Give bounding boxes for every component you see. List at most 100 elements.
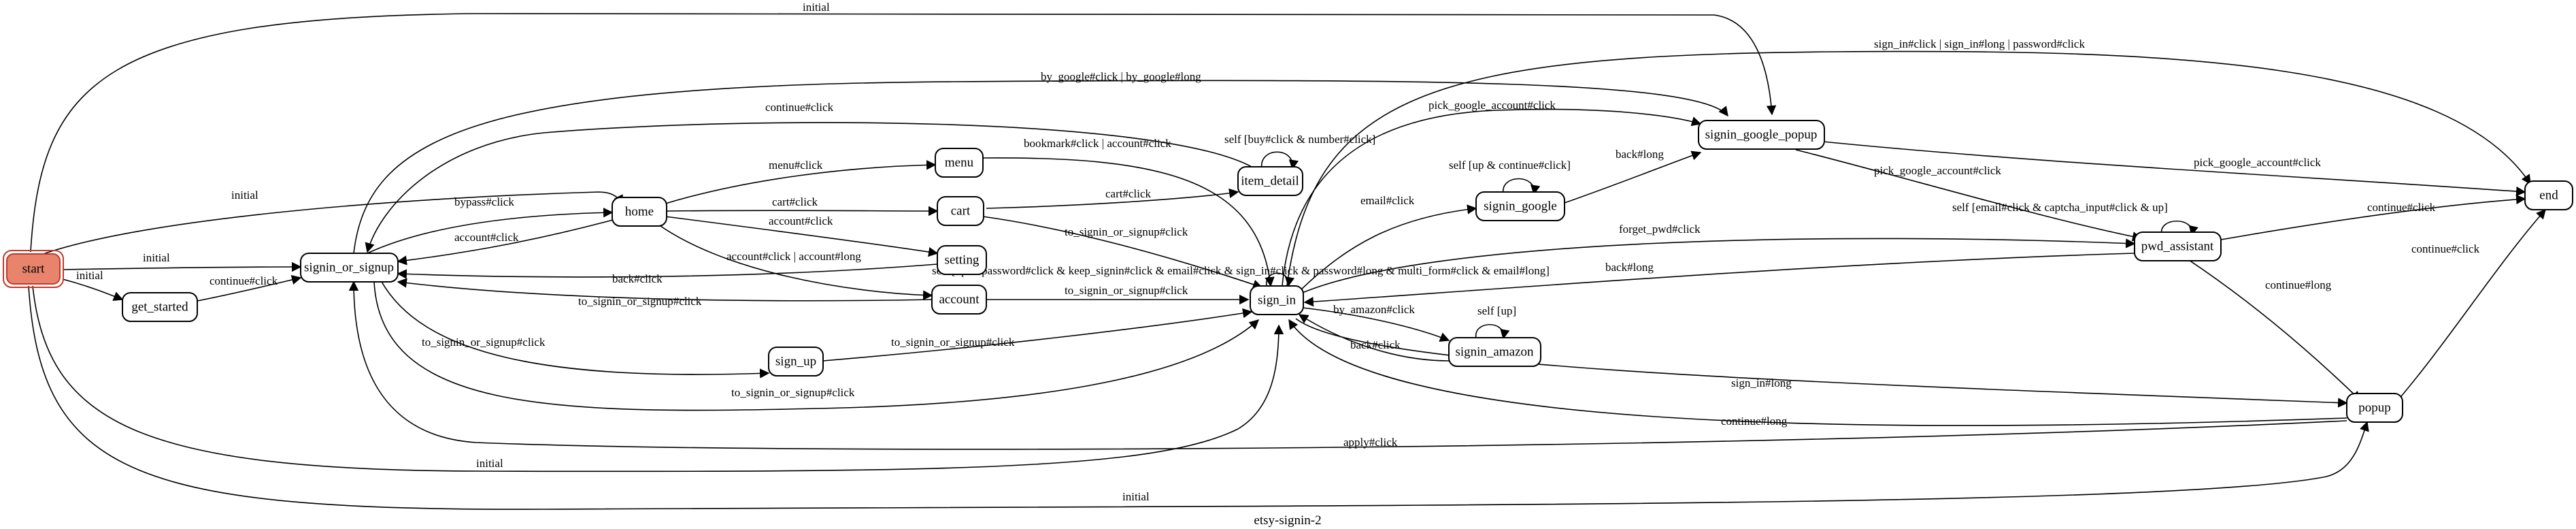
node-label: end [2539, 189, 2558, 203]
node-popup[interactable]: popup [2346, 393, 2403, 423]
edges: initial initial initial initial initial … [28, 1, 2546, 510]
node-home[interactable]: home [612, 197, 667, 227]
node-signin-google-popup[interactable]: signin_google_popup [1698, 120, 1825, 150]
edge-sign-up-sign-in [822, 308, 1253, 362]
node-get-started[interactable]: get_started [122, 292, 198, 322]
graph-title: etsy-signin-2 [1254, 513, 1321, 528]
edge-home-sos [397, 219, 616, 266]
edge-label: sign_in#long [1731, 376, 1792, 389]
edge-start-get-started [62, 278, 124, 301]
node-label: pwd_assistant [2141, 240, 2214, 254]
node-pwd-assistant[interactable]: pwd_assistant [2134, 231, 2222, 261]
edge-google-popup-pwd-assistant [1795, 149, 2143, 242]
edge-label: bypass#click [454, 195, 514, 208]
edge-label: by_amazon#click [1333, 303, 1415, 316]
edge-sign-in-popup [1295, 318, 2348, 408]
edge-label: cart#click [1105, 187, 1152, 200]
edge-label: initial [76, 269, 103, 282]
edge-label: back#long [1605, 261, 1654, 274]
edge-item-detail-self [1261, 151, 1299, 170]
node-end[interactable]: end [2524, 180, 2573, 210]
node-label: setting [945, 253, 980, 268]
edge-label: self [up] [1477, 304, 1516, 317]
edge-pwd-assistant-end [2220, 194, 2526, 240]
edge-popup-sign-in [1288, 319, 2347, 426]
node-label: account [939, 293, 980, 307]
edge-label: initial [476, 457, 503, 470]
edge-label: initial [1122, 490, 1150, 503]
edge-label: bookmark#click | account#click [1024, 137, 1171, 150]
edge-sign-in-end [1286, 50, 2531, 287]
node-account[interactable]: account [931, 285, 987, 315]
edge-label: self [email#click & captcha_input#click … [1952, 201, 2168, 214]
edge-label: forget_pwd#click [1619, 223, 1701, 236]
edge-sign-in-google-popup [1282, 108, 1702, 287]
node-signin-google[interactable]: signin_google [1475, 191, 1565, 221]
edge-sos-home [367, 208, 614, 254]
node-label: home [625, 205, 654, 219]
edge-item-detail-sos [365, 122, 1252, 253]
edge-signin-google-self [1503, 178, 1541, 195]
edge-label: back#click [612, 272, 663, 285]
node-label: popup [2358, 401, 2391, 415]
edge-label: cart#click [772, 195, 818, 208]
edge-start-sign-in [32, 285, 1284, 472]
edge-start-home [33, 191, 623, 258]
edge-label: to_signin_or_signup#click [578, 295, 702, 308]
node-signin-amazon[interactable]: signin_amazon [1448, 337, 1541, 367]
edge-sign-in-signin-google [1299, 204, 1477, 292]
edge-label: back#long [1616, 148, 1664, 161]
edge-label: initial [231, 189, 258, 202]
edge-label: to_signin_or_signup#click [1065, 225, 1188, 238]
node-label: menu [945, 156, 974, 170]
node-item-detail[interactable]: item_detail [1237, 166, 1303, 196]
node-label: sign_up [775, 355, 816, 369]
edge-label: apply#click [1343, 436, 1398, 449]
edge-signin-amazon-sign-in [1298, 314, 1450, 362]
edge-label: continue#click [210, 274, 278, 287]
edge-get-started-sos [197, 274, 302, 302]
edge-label: email#click [1360, 194, 1415, 207]
edge-label: continue#click [2411, 242, 2480, 255]
edge-popup-sos [348, 280, 2347, 450]
node-sign-in[interactable]: sign_in [1250, 285, 1304, 315]
edge-setting-sos [397, 263, 938, 279]
edge-label: initial [143, 251, 170, 264]
edge-sos-sign-in [373, 281, 1260, 411]
edge-sos-google-popup [353, 80, 1728, 254]
edge-label: continue#long [2265, 278, 2332, 291]
edge-label: account#click [769, 214, 833, 227]
edge-signin-amazon-self [1475, 324, 1510, 340]
edge-sign-in-pwd-assistant [1299, 238, 2136, 295]
edge-start-sos [62, 261, 302, 272]
edge-sign-in-self [1266, 272, 1295, 287]
edge-pwd-assistant-popup [2186, 258, 2362, 402]
edge-pwd-assistant-sign-in [1303, 253, 2135, 307]
edge-start-popup [28, 285, 2369, 510]
node-label: signin_amazon [1455, 345, 1534, 359]
node-label: start [22, 262, 45, 276]
edge-label: continue#click [2367, 201, 2436, 214]
node-label: sign_in [1258, 293, 1296, 308]
edge-label: sign_in#click | sign_in#long | password#… [1874, 37, 2085, 50]
edge-home-menu [663, 160, 937, 205]
node-label: signin_or_signup [304, 261, 394, 275]
edge-cart-sign-in [982, 216, 1263, 289]
node-start[interactable]: start [3, 250, 64, 288]
node-cart[interactable]: cart [937, 196, 984, 226]
edge-menu-sign-in [982, 157, 1275, 287]
edge-label: pick_google_account#click [1874, 164, 2001, 177]
edge-label: self [up & password#click & keep_signin#… [932, 264, 1550, 277]
edge-home-setting [665, 216, 939, 257]
edge-label: to_signin_or_signup#click [731, 386, 855, 399]
node-sign-up[interactable]: sign_up [768, 347, 824, 376]
edge-popup-end [2397, 208, 2546, 401]
node-setting[interactable]: setting [937, 245, 987, 275]
edge-label: initial [803, 1, 830, 14]
node-menu[interactable]: menu [935, 148, 984, 178]
node-signin-or-signup[interactable]: signin_or_signup [300, 253, 399, 283]
edge-signin-google-google-popup [1564, 150, 1702, 204]
edge-label: to_signin_or_signup#click [422, 336, 546, 349]
edge-label: continue#long [1721, 415, 1788, 428]
